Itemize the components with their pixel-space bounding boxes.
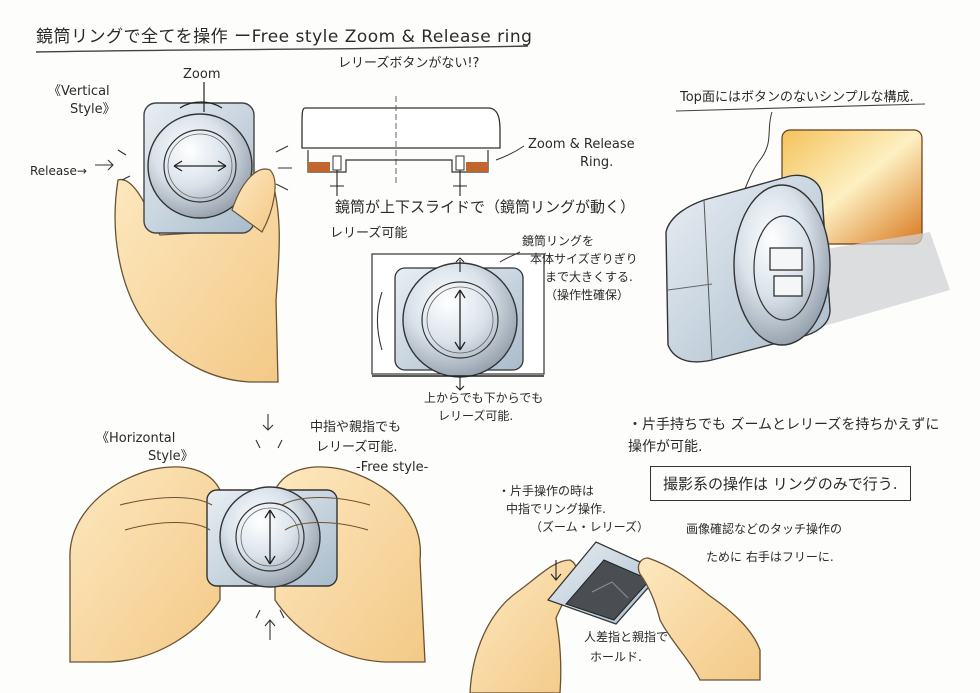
finger-note-2: レリーズ可能.: [316, 440, 398, 455]
free-style-label: -Free style-: [356, 460, 429, 475]
updown-note-2: レリーズ可能.: [438, 409, 514, 423]
ring-size-note: 鏡筒リングを: [522, 234, 595, 248]
hold-note: 人差指と親指で: [584, 630, 669, 644]
zoom-label: Zoom: [183, 67, 221, 82]
ring-size-note-2: 本体サイズぎりぎり: [530, 252, 638, 266]
ring-size-note-4: （操作性確保）: [545, 288, 630, 302]
horizontal-style-label: 《Horizontal: [96, 431, 176, 446]
vertical-style-label: 《Vertical: [48, 84, 110, 99]
one-hand-note-2: 操作が可能.: [628, 439, 703, 455]
ring-size-note-3: まで大きくする.: [545, 270, 633, 284]
release-label: Release→: [30, 164, 87, 178]
one-hand-note: ・片手持ちでも ズームとレリーズを持ちかえずに: [628, 417, 940, 433]
hold-note-2: ホールド.: [590, 650, 642, 664]
ring-label: Zoom & Release: [528, 137, 635, 152]
ring-only-note: 撮影系の操作は リングのみで行う.: [650, 466, 911, 501]
top-face-note: Top面にはボタンのないシンプルな構成.: [680, 90, 914, 105]
touch-note-2: ために 右手はフリーに.: [706, 550, 834, 564]
sheet-title: 鏡筒リングで全てを操作 ーFree style Zoom & Release r…: [36, 27, 533, 47]
horizontal-style-label-2: Style》: [148, 449, 194, 464]
sheet-subtitle: レリーズボタンがない!?: [338, 56, 480, 71]
touch-note: 画像確認などのタッチ操作の: [686, 522, 843, 536]
slide-note: 鏡筒が上下スライドで（鏡筒リングが動く）: [335, 198, 636, 216]
one-hand-op-note-2: 中指でリング操作.: [506, 502, 606, 516]
one-hand-op-note: ・片手操作の時は: [498, 484, 595, 498]
ring-label-2: Ring.: [580, 155, 614, 170]
finger-note: 中指や親指でも: [310, 420, 402, 435]
one-hand-op-note-3: （ズーム・レリーズ）: [530, 520, 650, 534]
slide-note-2: レリーズ可能: [330, 226, 408, 241]
vertical-style-label-2: Style》: [70, 102, 116, 117]
updown-note: 上からでも下からでも: [424, 391, 544, 405]
